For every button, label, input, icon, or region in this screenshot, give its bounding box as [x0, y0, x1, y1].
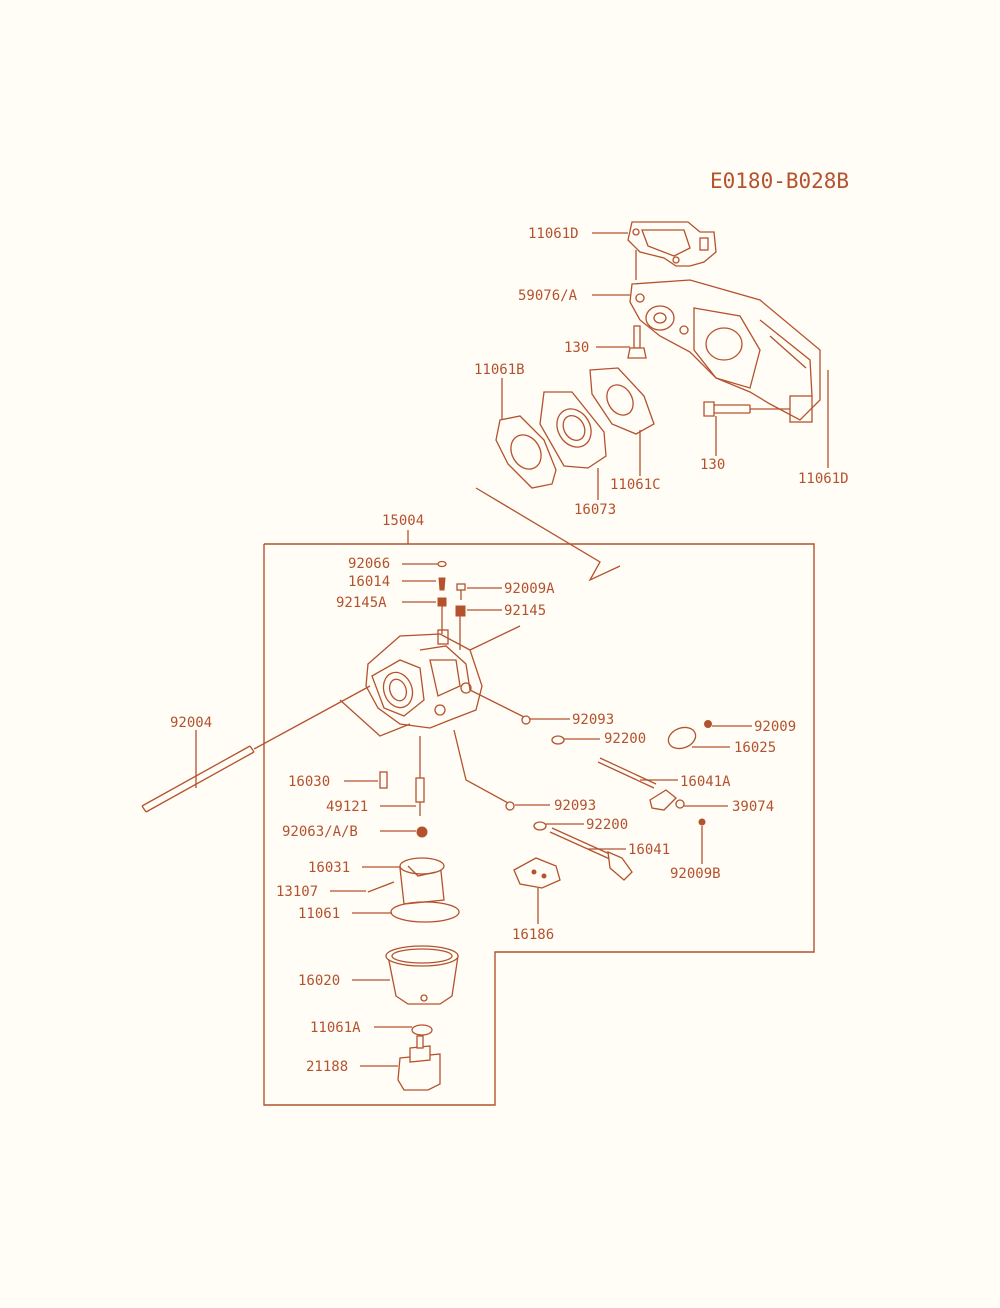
- part-92093-lower: [505, 801, 515, 811]
- label-92066: 92066: [348, 556, 390, 572]
- label-16031: 16031: [308, 860, 350, 876]
- spacer-16073: [539, 391, 607, 469]
- label-92093-lower: 92093: [554, 798, 596, 814]
- label-16041A: 16041A: [680, 774, 731, 790]
- part-92145A: [437, 597, 447, 607]
- part-92063: [416, 826, 428, 838]
- guide-line-carb-throttle: [453, 729, 511, 805]
- gasket-11061C: [589, 367, 655, 435]
- gasket-11061A: [411, 1024, 433, 1036]
- label-92145A: 92145A: [336, 595, 387, 611]
- gasket-11061B: [495, 415, 557, 489]
- pin-13107: [367, 881, 395, 893]
- part-92066: [437, 560, 447, 568]
- bolt-130-right: [703, 401, 751, 417]
- label-92004: 92004: [170, 715, 212, 731]
- plate-16025: [667, 726, 697, 750]
- label-92009B: 92009B: [670, 866, 721, 882]
- gasket-11061: [390, 901, 460, 923]
- label-11061D-right: 11061D: [798, 471, 849, 487]
- screw-92009A: [456, 583, 466, 600]
- gasket-11061D-top: [627, 221, 717, 267]
- assembly-outline-box: [263, 543, 815, 1106]
- guide-line-carb-bottom: [339, 699, 411, 737]
- label-16030: 16030: [288, 774, 330, 790]
- label-92009A: 92009A: [504, 581, 555, 597]
- washer-92200-lower: [533, 821, 547, 831]
- lever-39074: [649, 789, 685, 811]
- label-39074: 39074: [732, 799, 774, 815]
- pin-16030: [379, 771, 388, 789]
- label-11061: 11061: [298, 906, 340, 922]
- guide-line-choke: [469, 689, 527, 719]
- label-49121: 49121: [326, 799, 368, 815]
- label-16186: 16186: [512, 927, 554, 943]
- label-16073: 16073: [574, 502, 616, 518]
- screw-92009B: [698, 818, 706, 826]
- intake-manifold: [629, 279, 821, 423]
- float-16031: [399, 857, 445, 905]
- part-16014: [438, 577, 446, 591]
- leader-lines: [195, 232, 829, 1067]
- carburetor-body-15004: [365, 629, 483, 729]
- needle-49121: [415, 777, 425, 816]
- label-15004: 15004: [382, 513, 424, 529]
- label-16020: 16020: [298, 973, 340, 989]
- label-92063AB: 92063/A/B: [282, 824, 358, 840]
- washer-92200-upper: [551, 735, 565, 745]
- label-92200-lower: 92200: [586, 817, 628, 833]
- label-130-right: 130: [700, 457, 725, 473]
- guide-line-upper: [475, 487, 621, 582]
- label-130-upper: 130: [564, 340, 589, 356]
- label-21188: 21188: [306, 1059, 348, 1075]
- screw-92009: [704, 720, 712, 728]
- bolt-130-upper: [627, 325, 647, 359]
- diagram-code: E0180-B028B: [710, 169, 849, 193]
- label-16041: 16041: [628, 842, 670, 858]
- label-11061A: 11061A: [310, 1020, 361, 1036]
- label-13107: 13107: [276, 884, 318, 900]
- float-bowl-16020: [385, 945, 459, 1005]
- part-92145: [455, 605, 466, 617]
- screw-92004: [141, 685, 371, 813]
- label-92145: 92145: [504, 603, 546, 619]
- label-11061B: 11061B: [474, 362, 525, 378]
- part-92093-upper: [521, 715, 531, 725]
- label-11061C: 11061C: [610, 477, 661, 493]
- label-59076A: 59076/A: [518, 288, 578, 304]
- plate-16186: [513, 857, 561, 889]
- label-16014: 16014: [348, 574, 390, 590]
- label-92093-upper: 92093: [572, 712, 614, 728]
- shaft-16041A: [597, 757, 657, 789]
- solenoid-21188: [397, 1035, 441, 1091]
- shaft-16041: [549, 827, 633, 881]
- label-11061D-top: 11061D: [528, 226, 579, 242]
- label-92200-upper: 92200: [604, 731, 646, 747]
- label-92009: 92009: [754, 719, 796, 735]
- guide-line-carb-mid: [469, 625, 521, 651]
- label-16025: 16025: [734, 740, 776, 756]
